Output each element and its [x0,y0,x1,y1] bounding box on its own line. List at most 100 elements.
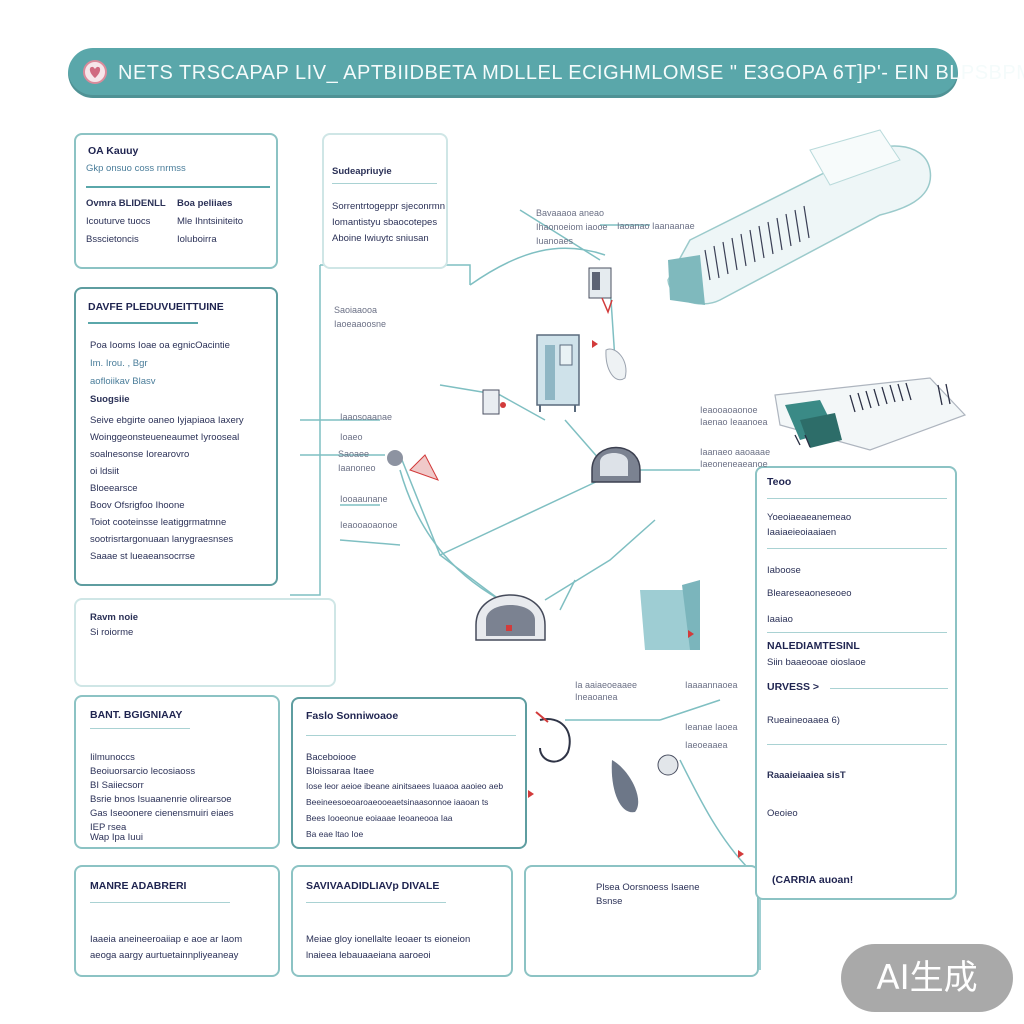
info-card-top-mid [322,133,448,269]
card-line: Si roiorme [90,627,134,638]
card-heading: Sudeapriuyie [332,166,392,177]
card-line: oi ldsiit [90,466,120,477]
callout-text: Iaanaeo aaoaaae [700,447,771,457]
divider [88,322,198,324]
info-card-bottom-left-2 [74,865,280,977]
card-heading: BANT. BGIGNIAAY [90,709,183,721]
divider [306,902,446,903]
card-line: IEP rsea [90,822,127,833]
card-line: Bloeearsce [90,483,138,494]
card-heading: OA Kauuy [88,145,139,157]
panel-row: URVESS > [767,681,820,693]
card-line: Ba eae ltao Ioe [306,829,364,839]
card-line: Bees Iooeonue eoiaaae Ieoaneooa Iaa [306,813,453,823]
cassette-tray-icon [774,377,967,451]
card-line: BI Saiiecsorr [90,780,144,791]
info-card-bottom-mid-2 [291,865,513,977]
callout-text: Iaoanao Iaanaanae [617,221,695,231]
panel-row: Bleareseaoneseoeo [767,588,852,599]
callout-text: Iaoeaaoosne [334,319,387,329]
card-heading: Ravm noie [90,612,139,623]
callout-text: Iaaosoaanae [340,412,393,422]
info-card-bottom-left-1 [74,695,280,849]
card-line: Toiot cooteinsse leatiggrmatmne [90,517,227,528]
divider [767,548,947,549]
card-line: Gkp onsuo coss rnrmss [86,163,186,174]
card-line: Saaae st lueaeansocrrse [90,551,196,562]
card-heading: DAVFE PLEDUVUEITTUINE [88,301,224,313]
panel-row: Raaaieiaaiea sisT [767,770,846,781]
callout-text: Iaanoneo [338,463,376,473]
heart-logo-icon [83,60,107,84]
paper-roll-icon [667,129,932,305]
card-line: Iilmunoccs [90,752,135,763]
divider [306,735,516,736]
info-card-bottom-mid-1 [291,697,527,849]
card-heading: Teoo [767,476,792,488]
panel-row: NALEDIAMTESINL [767,640,860,652]
card-heading: Faslo Sonniwoaoe [306,710,399,722]
card-line: lnaieea lebauaaeiana aaroeoi [306,950,431,961]
page-title: NETS TRSCAPAP LIV_ APTBIIDBETA MDLLEL EC… [118,62,1024,84]
card-heading: MANRE ADABRERI [90,880,187,892]
divider [830,688,948,689]
card-line: Iomantistyu sbaocotepes [332,217,438,228]
card-line: Suogsiie [90,394,130,405]
panel-row: (CARRIA auoan! [772,874,854,886]
callout-text: Iaeoneneaeanoe [700,459,768,469]
callout-text: Saoiaaooa [334,305,378,315]
card-line: Iaaeia aneineeroaiiap e aoe ar Iaom [90,934,243,945]
probe-icon [535,711,571,763]
callout-text: Iooaaunane [340,494,388,504]
col-a-2: Icouturve tuocs [86,216,151,227]
info-card-main-left [74,287,278,586]
col-a-3: Bsscietoncis [86,234,139,245]
callout-text: Ihaonoeiom iaooe [536,222,608,232]
callout-text: Ineaoanea [575,692,618,702]
col-b-2: Mle Ihntsiniteito [177,216,244,227]
panel-row: Iaboose [767,565,801,576]
divider [767,744,947,745]
divider [90,728,190,729]
divider [86,186,270,188]
callout-text: Ioaeo [340,432,363,442]
card-line: Boov Ofsrigfoo Ihoone [90,500,185,511]
panel-row: Rueaineoaaea 6) [767,715,840,726]
card-line: Seive ebgirte oaneo Iyjapiaoa Iaxery [90,415,244,426]
callout-text: Saoaee [338,449,370,459]
panel-row: Siin baaeooae oioslaoe [767,657,866,668]
card-line: Sorrentrtogeppr sjeconrmn [332,201,445,212]
helmet-device-icon [591,446,641,483]
red-markers [528,340,744,858]
title-banner [68,48,958,98]
card-line: aofloiikav Blasv [90,376,156,387]
card-line: Meiae gloy ionellalte Ieoaer ts eioneion [306,934,471,945]
divider [767,498,947,499]
divider [332,183,437,184]
callout-text: Ieaooaoaonoe [340,520,398,530]
card-line: aeoga aargy aurtuetainnpliyeaneay [90,950,239,961]
callout-text: Ieanae Iaoea [685,722,738,732]
card-line: soalnesonse Iorearovro [90,449,190,460]
panel-row: Oeoieo [767,808,798,819]
card-heading: SAVIVAADIDLIAVp DIVALE [306,880,440,892]
card-line: Aboine Iwiuytc sniusan [332,233,429,244]
card-line: Gas Iseoonere cienensmuiri eiaes [90,808,234,819]
info-card-top-left [74,133,278,269]
callout-text: Bavaaaoa aneao [536,208,605,218]
col-b-1: Boa peliiaes [177,198,233,209]
card-line: Beoiuorsarcio lecosiaoss [90,766,196,777]
info-panel-right [755,466,957,900]
small-device-icons [387,267,700,813]
panel-row: Iaaiao [767,614,793,625]
card-line: Bloissaraa Itaee [306,766,375,777]
card-line: sootrisrtargonuaan lanygraesnses [90,534,234,545]
callout-text: Iaenao Ieaanoea [700,417,768,427]
callout-text: Ia aaiaeoeaaee [575,680,638,690]
info-card-small-left [74,598,336,687]
helmet-device-icon-2 [475,594,546,641]
col-b-3: Ioluboirra [177,234,217,245]
panel-row: Yoeoiaeaeanemeao [767,512,852,523]
card-line: Beeineesoeoaroaeooeaetsinaasonnoe iaaoan… [306,797,489,807]
